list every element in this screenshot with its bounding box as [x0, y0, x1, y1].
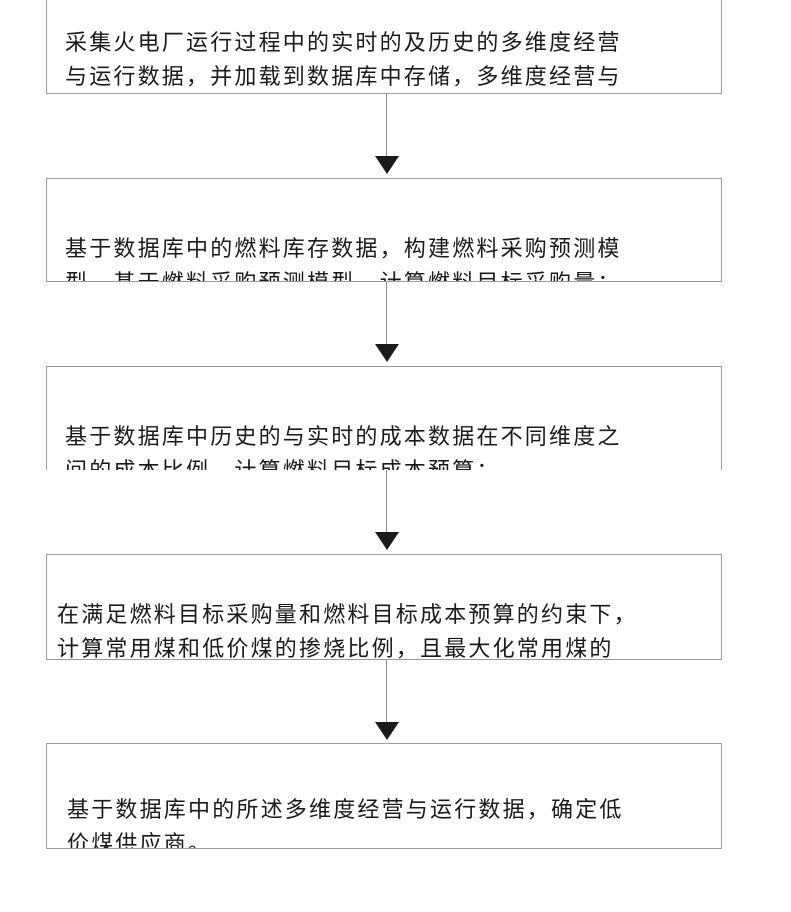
- connector-line: [386, 282, 387, 344]
- step-box-blending-ratio: 在满足燃料目标采购量和燃料目标成本预算的约束下， 计算常用煤和低价煤的掺烧比例，…: [46, 554, 722, 660]
- step-text: 基于数据库中的燃料库存数据，构建燃料采购预测模 型，基于燃料采购预测模型，计算燃…: [65, 237, 622, 282]
- connector-line: [386, 660, 387, 722]
- step-box-supplier: 基于数据库中的所述多维度经营与运行数据，确定低 价煤供应商。: [46, 743, 722, 849]
- step-text: 在满足燃料目标采购量和燃料目标成本预算的约束下， 计算常用煤和低价煤的掺烧比例，…: [57, 603, 638, 660]
- arrow-down-icon: [375, 344, 399, 362]
- connector-line: [386, 94, 387, 156]
- step-text: 基于数据库中的所述多维度经营与运行数据，确定低 价煤供应商。: [67, 798, 624, 849]
- connector-line: [386, 470, 387, 532]
- arrow-down-icon: [375, 156, 399, 174]
- step-box-collect-data: 采集火电厂运行过程中的实时的及历史的多维度经营 与运行数据，并加载到数据库中存储…: [46, 0, 722, 94]
- step-box-procurement-model: 基于数据库中的燃料库存数据，构建燃料采购预测模 型，基于燃料采购预测模型，计算燃…: [46, 178, 722, 282]
- step-box-cost-budget: 基于数据库中历史的与实时的成本数据在不同维度之 间的成本比例，计算燃料目标成本预…: [46, 366, 722, 470]
- arrow-down-icon: [375, 532, 399, 550]
- step-text: 采集火电厂运行过程中的实时的及历史的多维度经营 与运行数据，并加载到数据库中存储…: [65, 31, 622, 94]
- arrow-down-icon: [375, 722, 399, 740]
- step-text: 基于数据库中历史的与实时的成本数据在不同维度之 间的成本比例，计算燃料目标成本预…: [65, 425, 622, 470]
